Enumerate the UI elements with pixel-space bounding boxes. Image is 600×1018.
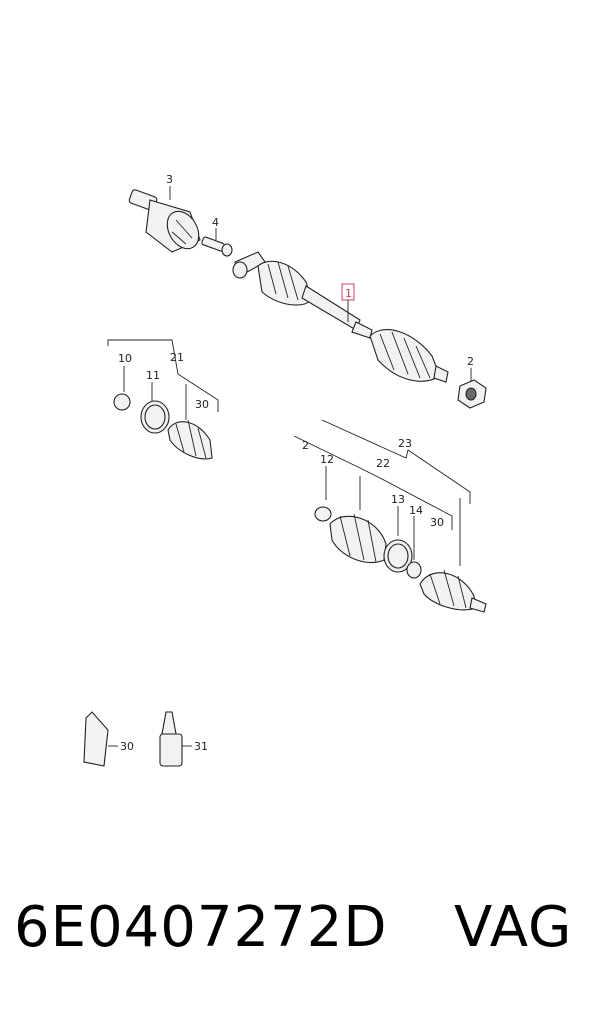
callout-4: 4 [212, 216, 219, 229]
callout-2-top: 2 [467, 355, 474, 368]
bolt [201, 236, 233, 257]
callout-22: 22 [376, 457, 390, 470]
callout-30-c: 30 [120, 740, 134, 753]
boot [167, 421, 213, 460]
callout-31: 31 [194, 740, 208, 753]
callout-30-a: 30 [195, 398, 209, 411]
drive-shaft-assembly [128, 186, 487, 409]
repair-kit-21 [107, 339, 219, 460]
callout-21: 21 [170, 351, 184, 364]
callout-10: 10 [118, 352, 132, 365]
grease-tube [83, 711, 118, 767]
brand-name: VAG [454, 895, 573, 960]
callout-14: 14 [409, 504, 423, 517]
callout-30-b: 30 [430, 516, 444, 529]
small-clamp [314, 506, 332, 522]
callout-13: 13 [391, 493, 405, 506]
drive-shaft [232, 251, 449, 383]
callout-11: 11 [146, 369, 160, 382]
circlip-14 [406, 561, 422, 579]
repair-kit-23 [293, 419, 487, 613]
circlip [113, 393, 131, 411]
callout-3: 3 [166, 173, 173, 186]
part-number: 6E0407272D [14, 895, 388, 960]
sealant-bottle [159, 711, 192, 767]
callout-23: 23 [398, 437, 412, 450]
outer-boot [329, 515, 387, 564]
callout-1: 1 [345, 287, 352, 300]
callout-12: 12 [320, 453, 334, 466]
callout-2-mid: 2 [302, 439, 309, 452]
hex-nut [457, 379, 487, 409]
outer-cv-joint [419, 572, 477, 611]
inner-cv-joint [128, 189, 201, 253]
footer: 6E0407272D VAG [0, 895, 600, 975]
